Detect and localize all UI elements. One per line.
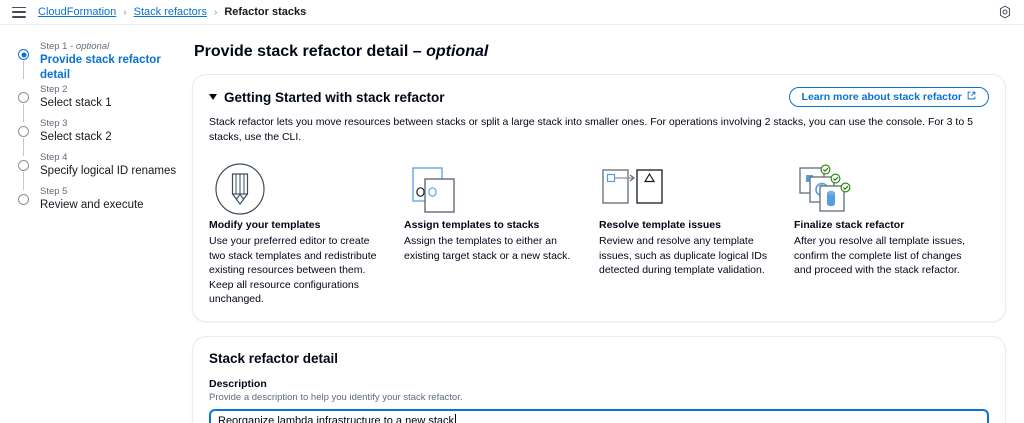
- step-title-label: Review and execute: [40, 199, 144, 211]
- getting-started-description: Stack refactor lets you move resources b…: [209, 116, 973, 143]
- pencil-in-circle-icon: [209, 159, 382, 219]
- step-title-label: Select stack 2: [40, 131, 112, 143]
- sidebar-step-1[interactable]: Step 1 - optional Provide stack refactor…: [18, 40, 185, 83]
- external-link-icon: [967, 91, 976, 103]
- step-connector-line: [23, 138, 24, 156]
- breadcrumb-item-stack-refactors[interactable]: Stack refactors: [133, 6, 207, 18]
- step-title-label: Select stack 1: [40, 97, 112, 109]
- step-connector-line: [23, 104, 24, 122]
- getting-started-title: Getting Started with stack refactor: [224, 89, 445, 105]
- stacked-resources-checked-icon: [794, 159, 967, 219]
- two-overlapping-templates-icon: [404, 159, 577, 219]
- feature-assign-templates: Assign templates to stacks Assign the te…: [404, 159, 599, 307]
- sidebar-step-2[interactable]: Step 2 Select stack 1: [18, 83, 185, 122]
- top-navigation-bar: CloudFormation › Stack refactors › Refac…: [0, 0, 1024, 25]
- stack-refactor-detail-card: Stack refactor detail Description Provid…: [192, 335, 1006, 423]
- step-radio-icon: [18, 126, 29, 137]
- content-area: Step 1 - optional Provide stack refactor…: [0, 25, 1024, 423]
- sidebar-step-3[interactable]: Step 3 Select stack 2: [18, 117, 185, 156]
- feature-body: Use your preferred editor to create two …: [209, 235, 377, 305]
- step-radio-icon: [18, 194, 29, 205]
- caret-down-icon[interactable]: [209, 94, 217, 100]
- learn-more-label: Learn more about stack refactor: [801, 91, 962, 103]
- breadcrumb: CloudFormation › Stack refactors › Refac…: [38, 6, 306, 18]
- feature-body: After you resolve all template issues, c…: [794, 235, 965, 276]
- step-title-label: Provide stack refactor detail: [40, 54, 161, 81]
- page-title: Provide stack refactor detail – optional: [194, 43, 489, 60]
- getting-started-card: Getting Started with stack refactor Lear…: [192, 74, 1006, 322]
- main-column: Provide stack refactor detail – optional…: [192, 25, 1006, 423]
- step-number-label: Step 5: [40, 186, 68, 197]
- getting-started-title-wrap[interactable]: Getting Started with stack refactor: [209, 90, 445, 105]
- step-number-label: Step 1 - optional: [40, 41, 110, 52]
- step-radio-icon: [18, 49, 29, 60]
- feature-body: Review and resolve any template issues, …: [599, 235, 768, 276]
- feature-resolve-issues: Resolve template issues Review and resol…: [599, 159, 794, 307]
- feature-heading: Finalize stack refactor: [794, 219, 905, 231]
- breadcrumb-separator-icon: ›: [213, 6, 218, 18]
- step-number-label: Step 2: [40, 84, 68, 95]
- getting-started-header: Getting Started with stack refactor Lear…: [209, 87, 989, 107]
- detail-section-title: Stack refactor detail: [209, 350, 339, 366]
- step-title-label: Specify logical ID renames: [40, 165, 177, 177]
- sidebar-step-5[interactable]: Step 5 Review and execute: [18, 185, 185, 219]
- breadcrumb-item-refactor-stacks: Refactor stacks: [224, 6, 307, 18]
- feature-body: Assign the templates to either an existi…: [404, 235, 571, 262]
- feature-list: Modify your templates Use your preferred…: [209, 159, 989, 307]
- feature-finalize-refactor: Finalize stack refactor After you resolv…: [794, 159, 989, 307]
- step-radio-icon: [18, 160, 29, 171]
- description-input[interactable]: Reorganize lambda infrastructure to a ne…: [209, 408, 989, 423]
- sidebar-step-4[interactable]: Step 4 Specify logical ID renames: [18, 151, 185, 190]
- hamburger-menu-icon[interactable]: [12, 6, 26, 18]
- feature-heading: Resolve template issues: [599, 219, 721, 231]
- step-connector-line: [23, 61, 24, 79]
- feature-heading: Assign templates to stacks: [404, 219, 540, 231]
- wizard-steps-sidebar: Step 1 - optional Provide stack refactor…: [0, 25, 185, 219]
- description-input-value: Reorganize lambda infrastructure to a ne…: [218, 414, 455, 423]
- learn-more-button[interactable]: Learn more about stack refactor: [788, 87, 989, 107]
- step-number-label: Step 4: [40, 152, 68, 163]
- gear-icon[interactable]: [998, 5, 1012, 19]
- text-cursor: [454, 414, 456, 423]
- breadcrumb-item-cloudformation[interactable]: CloudFormation: [38, 6, 117, 18]
- step-radio-icon: [18, 92, 29, 103]
- template-issue-arrow-warning-icon: [599, 159, 772, 219]
- feature-heading: Modify your templates: [209, 219, 321, 231]
- description-label: Description: [209, 377, 267, 390]
- feature-modify-templates: Modify your templates Use your preferred…: [209, 159, 404, 307]
- step-connector-line: [23, 172, 24, 190]
- description-hint: Provide a description to help you identi…: [209, 391, 463, 403]
- step-number-label: Step 3: [40, 118, 68, 129]
- breadcrumb-separator-icon: ›: [123, 6, 127, 18]
